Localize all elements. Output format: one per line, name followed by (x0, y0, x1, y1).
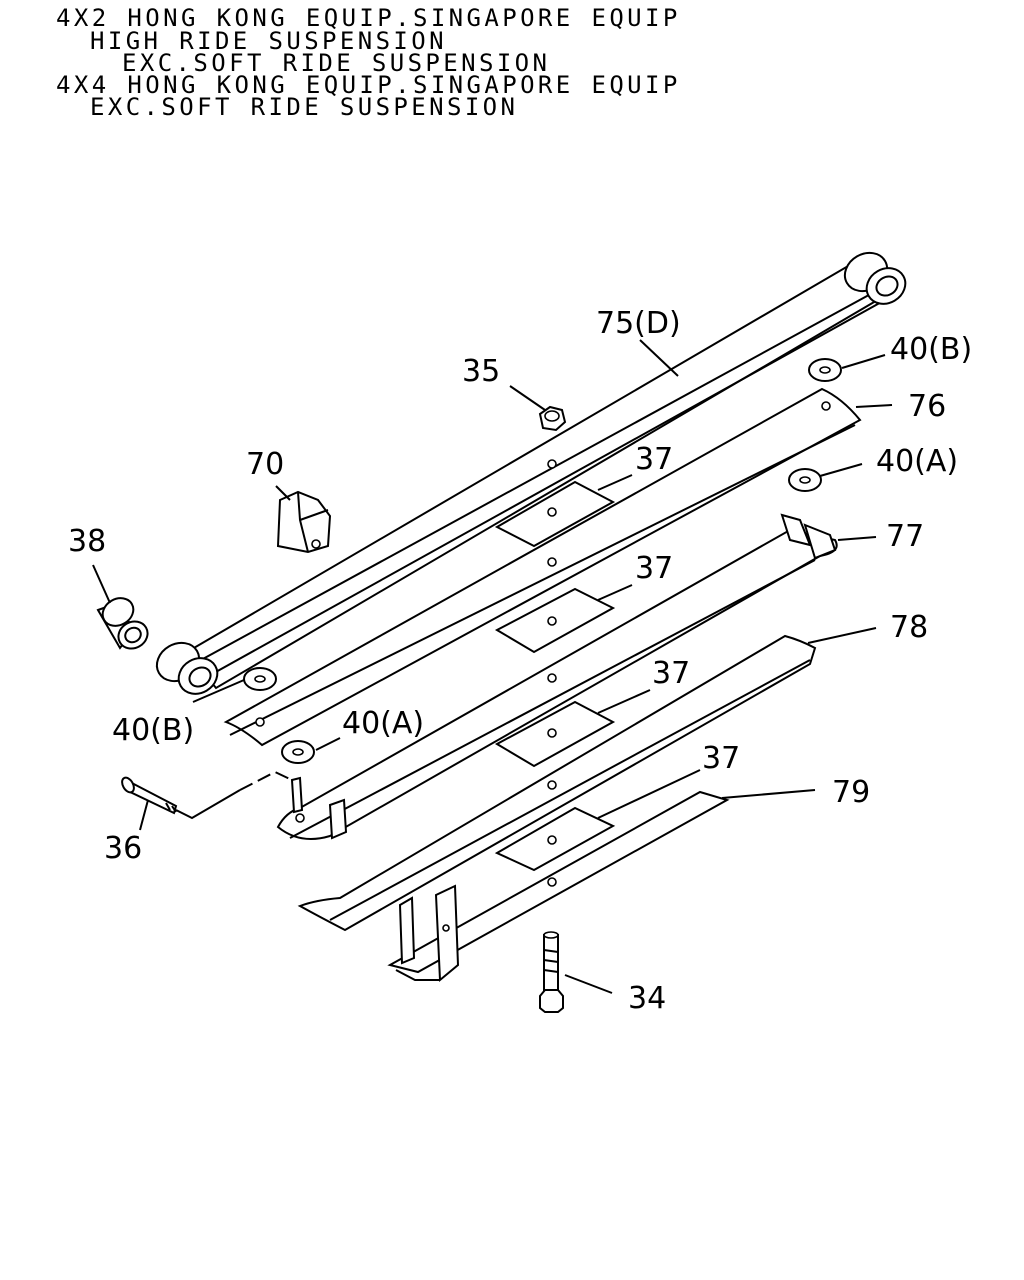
callout-37-2: 37 (635, 551, 673, 586)
leader-78 (807, 627, 877, 644)
main-leaf-75d (155, 251, 907, 695)
callout-labels: 75(D) 35 40(B) 76 40(A) 70 37 38 77 37 7… (68, 306, 972, 1016)
leader-79 (721, 789, 816, 799)
callout-40b-left: 40(B) (112, 713, 194, 748)
callout-75d: 75(D) (596, 306, 681, 341)
header-line-4: 4X4 HONG KONG EQUIP.SINGAPORE EQUIP (56, 71, 681, 99)
pad-37-3 (494, 700, 616, 768)
bolt-36-centerline-dashed (239, 770, 293, 791)
bump-stopper-70 (276, 490, 332, 554)
pad-37-2 (494, 587, 616, 654)
callout-35: 35 (462, 354, 500, 389)
callout-40b-right: 40(B) (890, 332, 972, 367)
leader-76 (855, 404, 893, 408)
leader-40a-left (315, 737, 341, 751)
leader-40b-right (841, 354, 886, 369)
header-line-3: EXC.SOFT RIDE SUSPENSION (122, 49, 551, 77)
callout-76: 76 (908, 389, 946, 424)
bushing-38 (96, 597, 149, 650)
callout-34: 34 (628, 981, 666, 1016)
nut-35 (538, 405, 567, 432)
bolt-36-centerline (175, 789, 241, 820)
leader-38 (92, 564, 111, 604)
leader-40b-left (192, 679, 245, 703)
leaf-78 (297, 634, 817, 932)
washer-40b-left (243, 667, 277, 691)
callout-37-1: 37 (635, 442, 673, 477)
leader-40a-right (819, 463, 863, 477)
callout-40a-left: 40(A) (342, 706, 424, 741)
header-notes: 4X2 HONG KONG EQUIP.SINGAPORE EQUIP HIGH… (0, 0, 1024, 140)
leader-lines (92, 339, 893, 994)
callout-40a-right: 40(A) (876, 444, 958, 479)
leader-34 (564, 974, 613, 994)
leader-37-1 (597, 474, 633, 491)
leader-77 (837, 536, 877, 541)
callout-79: 79 (832, 775, 870, 810)
header-line-2: HIGH RIDE SUSPENSION (90, 27, 447, 55)
washer-40b-right (808, 358, 842, 382)
callout-36: 36 (104, 831, 142, 866)
callout-37-3: 37 (652, 656, 690, 691)
callout-78: 78 (890, 610, 928, 645)
washer-40a-right (788, 468, 822, 492)
callout-70: 70 (246, 447, 284, 482)
pad-37-4 (494, 806, 616, 872)
leader-75d (639, 339, 679, 377)
leader-36 (139, 799, 149, 831)
bolt-36 (121, 776, 178, 815)
leader-37-3 (597, 689, 651, 714)
callout-37-4: 37 (702, 741, 740, 776)
header-line-1: 4X2 HONG KONG EQUIP.SINGAPORE EQUIP (56, 4, 681, 32)
pad-37-1 (494, 480, 616, 548)
leader-37-2 (597, 584, 633, 601)
leader-37-4 (597, 769, 701, 819)
callout-77: 77 (886, 519, 924, 554)
header-line-5: EXC.SOFT RIDE SUSPENSION (90, 93, 519, 121)
callout-38: 38 (68, 524, 106, 559)
leader-70 (275, 485, 291, 501)
leaf-76 (223, 387, 862, 747)
bolt-34 (539, 931, 564, 1013)
leader-35 (509, 385, 546, 411)
leaf-77 (276, 513, 838, 840)
washer-40a-left (281, 740, 315, 764)
plate-79 (387, 790, 730, 983)
